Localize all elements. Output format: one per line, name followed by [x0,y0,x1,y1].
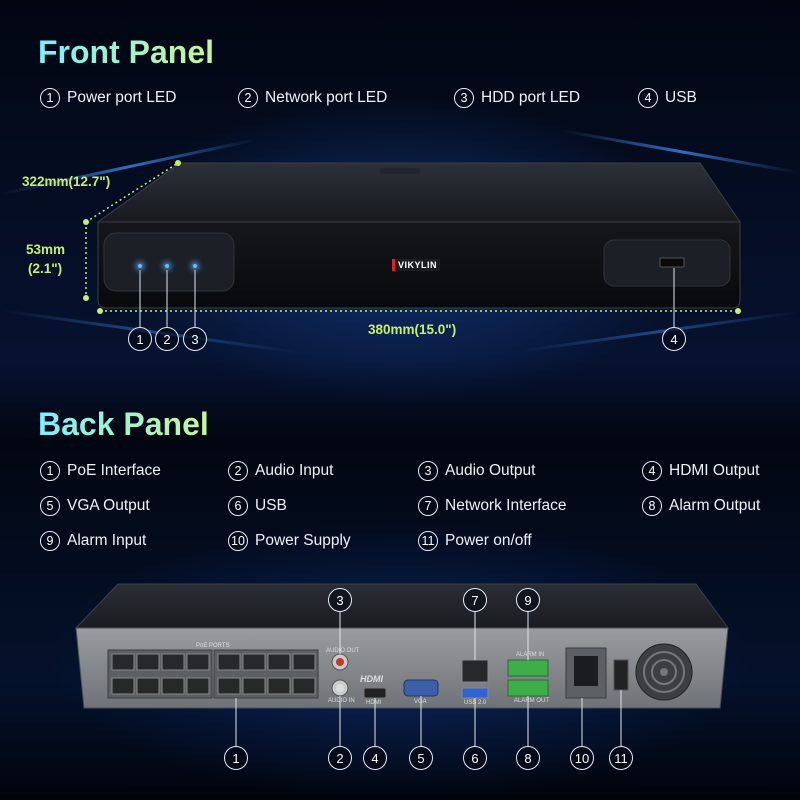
number-badge: 6 [228,496,248,516]
number-badge: 4 [638,88,658,108]
legend-label: PoE Interface [67,462,161,479]
back-legend-item: 2 Audio Input [228,461,333,481]
number-badge: 5 [40,496,60,516]
legend-label: VGA Output [67,497,150,514]
power-led [138,264,142,268]
width-dimension: 380mm(15.0") [368,322,457,337]
front-legend-item: 4 USB [638,88,697,108]
back-legend-item: 3 Audio Output [418,461,535,481]
back-callout-2: 2 [328,746,352,770]
legend-label: Alarm Output [669,497,761,514]
number-badge: 1 [40,88,60,108]
height-dimension-inch: (2.1") [28,261,63,276]
front-legend-item: 2 Network port LED [238,88,387,108]
network-led [165,264,169,268]
alarm-out-label: ALARM OUT [514,698,550,704]
number-badge: 3 [454,88,474,108]
legend-label: Audio Input [255,462,334,479]
back-legend-item: 7 Network Interface [418,496,566,516]
back-callout-4: 4 [363,746,387,770]
height-dimension: 53mm [26,242,66,257]
dimension-endpoints [83,160,741,314]
front-legend-item: 1 Power port LED [40,88,176,108]
legend-label: Power port LED [67,89,177,106]
back-legend-item: 4 HDMI Output [642,461,759,481]
audio-in-label: AUDIO IN [328,698,355,704]
hdd-led [193,264,197,268]
number-badge: 1 [40,461,60,481]
depth-dimension: 322mm(12.7") [22,174,111,189]
back-callout-8: 8 [516,746,540,770]
front-device [96,162,741,309]
number-badge: 11 [418,531,438,551]
brand-logo: VIKYLIN [392,259,441,271]
legend-label: Network Interface [445,497,567,514]
usb-port-label: USB 2.0 [464,700,487,706]
back-legend-item: 10 Power Supply [228,531,351,551]
back-legend-item: 9 Alarm Input [40,531,146,551]
number-badge: 4 [642,461,662,481]
legend-label: Power on/off [445,532,532,549]
number-badge: 8 [642,496,662,516]
poe-port-label: PoE PORTS [196,643,230,649]
front-panel-title: Front Panel [38,34,215,70]
back-callout-6: 6 [463,746,487,770]
back-legend-item: 11 Power on/off [418,531,532,551]
front-callout-2: 2 [155,327,179,351]
number-badge: 2 [238,88,258,108]
back-callout-9: 9 [516,588,540,612]
front-legend-item: 3 HDD port LED [454,88,580,108]
number-badge: 9 [40,531,60,551]
alarm-in-label: ALARM IN [516,652,545,658]
front-leader-lines [139,268,675,327]
legend-label: Network port LED [265,89,388,106]
legend-label: Alarm Input [67,532,147,549]
legend-label: HDMI Output [669,462,760,479]
legend-label: USB [255,497,287,514]
back-leader-lines [235,612,622,746]
back-callout-1: 1 [224,746,248,770]
audio-out-label: AUDIO OUT [326,648,360,654]
hdmi-logo: HDMI [360,674,383,684]
back-panel-title: Back Panel [38,406,209,442]
vga-port-label: VGA [414,699,427,705]
back-callout-10: 10 [570,746,594,770]
number-badge: 7 [418,496,438,516]
number-badge: 3 [418,461,438,481]
number-badge: 2 [228,461,248,481]
front-callout-4: 4 [662,327,686,351]
back-device [74,583,729,709]
back-callout-5: 5 [409,746,433,770]
legend-label: USB [665,89,697,106]
back-legend-item: 8 Alarm Output [642,496,760,516]
dimension-lines [85,162,738,312]
front-callout-3: 3 [183,327,207,351]
back-legend-item: 5 VGA Output [40,496,150,516]
legend-label: Audio Output [445,462,536,479]
hdmi-port-label: HDMI [366,700,382,706]
back-callout-7: 7 [463,588,487,612]
number-badge: 10 [228,531,248,551]
back-callout-3: 3 [328,588,352,612]
back-legend-item: 1 PoE Interface [40,461,161,481]
legend-label: HDD port LED [481,89,581,106]
back-legend-item: 6 USB [228,496,287,516]
front-callout-1: 1 [128,327,152,351]
legend-label: Power Supply [255,532,351,549]
back-callout-11: 11 [609,746,633,770]
